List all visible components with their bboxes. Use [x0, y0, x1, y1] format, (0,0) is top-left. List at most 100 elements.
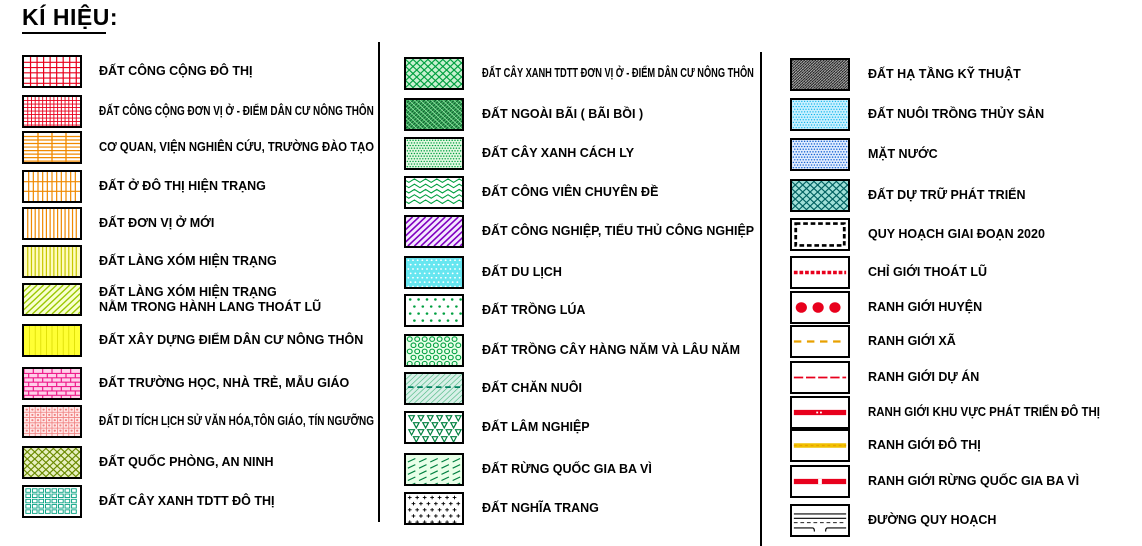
legend-item: ĐẤT LÂM NGHIỆP: [404, 411, 754, 444]
legend-item: ĐẤT NGOÀI BÃI ( BÃI BỒI ): [404, 98, 754, 131]
legend-label: QUY HOẠCH GIAI ĐOẠN 2020: [868, 227, 1045, 241]
legend-label: ĐẤT CHĂN NUÔI: [482, 381, 582, 395]
legend-item: ĐẤT CÔNG CỘNG ĐƠN VỊ Ở - ĐIỂM DÂN CƯ NÔN…: [22, 95, 374, 128]
legend-label: ĐẤT ĐƠN VỊ Ở MỚI: [99, 216, 215, 230]
column-divider-1: [378, 42, 380, 522]
legend-label: RANH GIỚI DỰ ÁN: [868, 370, 980, 384]
legend-label: RANH GIỚI RỪNG QUỐC GIA BA VÌ: [868, 474, 1080, 488]
legend-label: ĐẤT CÂY XANH CÁCH LY: [482, 146, 635, 160]
legend-label: ĐẤT QUỐC PHÒNG, AN NINH: [99, 455, 274, 469]
black-cross-pattern: [404, 492, 464, 525]
legend-label: ĐẤT TRƯỜNG HỌC, NHÀ TRẺ, MẪU GIÁO: [99, 376, 350, 390]
red-white-line-icon: [790, 465, 850, 498]
legend-label: ĐẤT CÔNG CỘNG ĐÔ THỊ: [99, 64, 253, 78]
legend-label: NẰM TRONG HÀNH LANG THOÁT LŨ: [99, 299, 322, 314]
legend-item: ĐẤT TRƯỜNG HỌC, NHÀ TRẺ, MẪU GIÁO: [22, 367, 374, 400]
legend-item: ĐẤT CÂY XANH CÁCH LY: [404, 137, 754, 170]
yellow-diagonal-pattern: [22, 283, 82, 316]
legend-label: RANH GIỚI KHU VỰC PHÁT TRIỂN ĐÔ THỊ: [868, 405, 1100, 419]
orange-vertical-pattern: [22, 207, 82, 240]
legend-item: ĐẤT CHĂN NUÔI: [404, 372, 754, 405]
legend-item: ĐẤT DI TÍCH LỊCH SỬ VĂN HÓA,TÔN GIÁO, TÍ…: [22, 405, 374, 438]
legend-label: ĐẤT HẠ TẦNG KỸ THUẬT: [868, 67, 1021, 81]
legend-label: ĐẤT RỪNG QUỐC GIA BA VÌ: [482, 462, 652, 476]
red-thick-line-icon: [790, 396, 850, 429]
legend-label: ĐẤT NGHĨA TRANG: [482, 501, 599, 515]
legend-item: ĐẤT HẠ TẦNG KỸ THUẬT: [790, 58, 1100, 91]
yellow-fill-pattern: [22, 324, 82, 357]
legend-item: ĐẤT TRỒNG LÚA: [404, 294, 754, 327]
legend-item: RANH GIỚI ĐÔ THỊ: [790, 429, 1100, 462]
legend-label: ĐẤT NGOÀI BÃI ( BÃI BỒI ): [482, 107, 644, 121]
red-dashed-line-icon: [790, 256, 850, 289]
legend-item: ĐẤT CÔNG NGHIỆP, TIỂU THỦ CÔNG NGHIỆP: [404, 215, 754, 248]
legend-label: ĐẤT CÂY XANH TDTT ĐƠN VỊ Ở - ĐIỂM DÂN CƯ…: [482, 66, 754, 80]
legend-label: CHỈ GIỚI THOÁT LŨ: [868, 265, 987, 279]
legend-label: ĐẤT XÂY DỰNG ĐIỂM DÂN CƯ NÔNG THÔN: [99, 333, 364, 347]
legend-item: ĐẤT RỪNG QUỐC GIA BA VÌ: [404, 453, 754, 486]
legend-label: RANH GIỚI HUYỆN: [868, 300, 983, 314]
green-sparse-dots-pattern: [404, 294, 464, 327]
teal-weave-pattern: [790, 179, 850, 212]
legend-label: RANH GIỚI XÃ: [868, 334, 956, 348]
legend-label: ĐẤT CÔNG CỘNG ĐƠN VỊ Ở - ĐIỂM DÂN CƯ NÔN…: [99, 104, 374, 118]
legend-label: CƠ QUAN, VIỆN NGHIÊN CỨU, TRƯỜNG ĐÀO TẠO: [99, 140, 375, 154]
legend-item: ĐẤT XÂY DỰNG ĐIỂM DÂN CƯ NÔNG THÔN: [22, 324, 374, 357]
legend-label: MẶT NƯỚC: [868, 147, 938, 161]
legend-title: KÍ HIỆU:: [22, 4, 118, 30]
legend-item: ĐẤT LÀNG XÓM HIỆN TRẠNG: [22, 245, 374, 278]
legend-item: ĐẤT CÔNG CỘNG ĐÔ THỊ: [22, 55, 374, 88]
red-dots-line-icon: [790, 291, 850, 324]
legend-item: ĐẤT ĐƠN VỊ Ở MỚI: [22, 207, 374, 240]
teal-box-pattern: [22, 485, 82, 518]
red-grid-pattern: [22, 55, 82, 88]
green-dots-pattern: [404, 137, 464, 170]
green-dense-pattern: [404, 98, 464, 131]
red-fine-grid-pattern: [22, 95, 82, 128]
green-dash-pattern: [404, 372, 464, 405]
legend-label: ĐẤT DỰ TRỮ PHÁT TRIỂN: [868, 188, 1026, 202]
pink-brick-pattern: [22, 367, 82, 400]
legend-label: ĐẤT NUÔI TRỒNG THỦY SẢN: [868, 107, 1045, 121]
legend-label: ĐẤT LÂM NGHIỆP: [482, 420, 590, 434]
lightblue-dots-pattern: [790, 98, 850, 131]
green-slash-pattern: [404, 453, 464, 486]
column-divider-2: [760, 52, 762, 546]
legend-item: RANH GIỚI HUYỆN: [790, 291, 1100, 324]
legend-label: ĐẤT CÔNG NGHIỆP, TIỂU THỦ CÔNG NGHIỆP: [482, 224, 755, 238]
orange-lines-pattern: [22, 131, 82, 164]
legend-label: ĐẤT TRỒNG LÚA: [482, 303, 586, 317]
legend-item: RANH GIỚI KHU VỰC PHÁT TRIỂN ĐÔ THỊ: [790, 396, 1100, 429]
legend-label: RANH GIỚI ĐÔ THỊ: [868, 438, 981, 452]
blue-dots-pattern: [790, 138, 850, 171]
green-circles-pattern: [404, 334, 464, 367]
legend-item: ĐẤT TRỒNG CÂY HÀNG NĂM VÀ LÂU NĂM: [404, 334, 754, 367]
green-lattice-pattern: [22, 446, 82, 479]
title-underline: [22, 32, 106, 34]
legend-item: RANH GIỚI RỪNG QUỐC GIA BA VÌ: [790, 465, 1100, 498]
legend-item: MẶT NƯỚC: [790, 138, 1100, 171]
legend-item: ĐẤT QUỐC PHÒNG, AN NINH: [22, 446, 374, 479]
black-crosshatch-pattern: [790, 58, 850, 91]
orange-dash-line-icon: [790, 325, 850, 358]
legend-item: ĐẤT CÂY XANH TDTT ĐƠN VỊ Ở - ĐIỂM DÂN CƯ…: [404, 57, 754, 90]
dashed-border-icon: [790, 218, 850, 251]
green-diamond-pattern: [404, 57, 464, 90]
legend-label: ĐẤT CÔNG VIÊN CHUYÊN ĐỀ: [482, 185, 659, 199]
red-dashdot-line-icon: [790, 361, 850, 394]
legend-item: ĐẤT DỰ TRỮ PHÁT TRIỂN: [790, 179, 1100, 212]
legend-item: RANH GIỚI XÃ: [790, 325, 1100, 358]
purple-hatch-pattern: [404, 215, 464, 248]
legend-item: ĐẤT NUÔI TRỒNG THỦY SẢN: [790, 98, 1100, 131]
legend-label: ĐƯỜNG QUY HOẠCH: [868, 513, 997, 527]
legend-label: ĐẤT LÀNG XÓM HIỆN TRẠNG: [99, 284, 277, 299]
legend-label: ĐẤT DU LỊCH: [482, 265, 562, 279]
orange-stripes-pattern: [22, 170, 82, 203]
legend-label: ĐẤT CÂY XANH TDTT ĐÔ THỊ: [99, 494, 275, 508]
cyan-pattern: [404, 256, 464, 289]
legend-item: CƠ QUAN, VIỆN NGHIÊN CỨU, TRƯỜNG ĐÀO TẠO: [22, 131, 374, 164]
green-zigzag-pattern: [404, 176, 464, 209]
legend-label: ĐẤT DI TÍCH LỊCH SỬ VĂN HÓA,TÔN GIÁO, TÍ…: [99, 414, 374, 428]
